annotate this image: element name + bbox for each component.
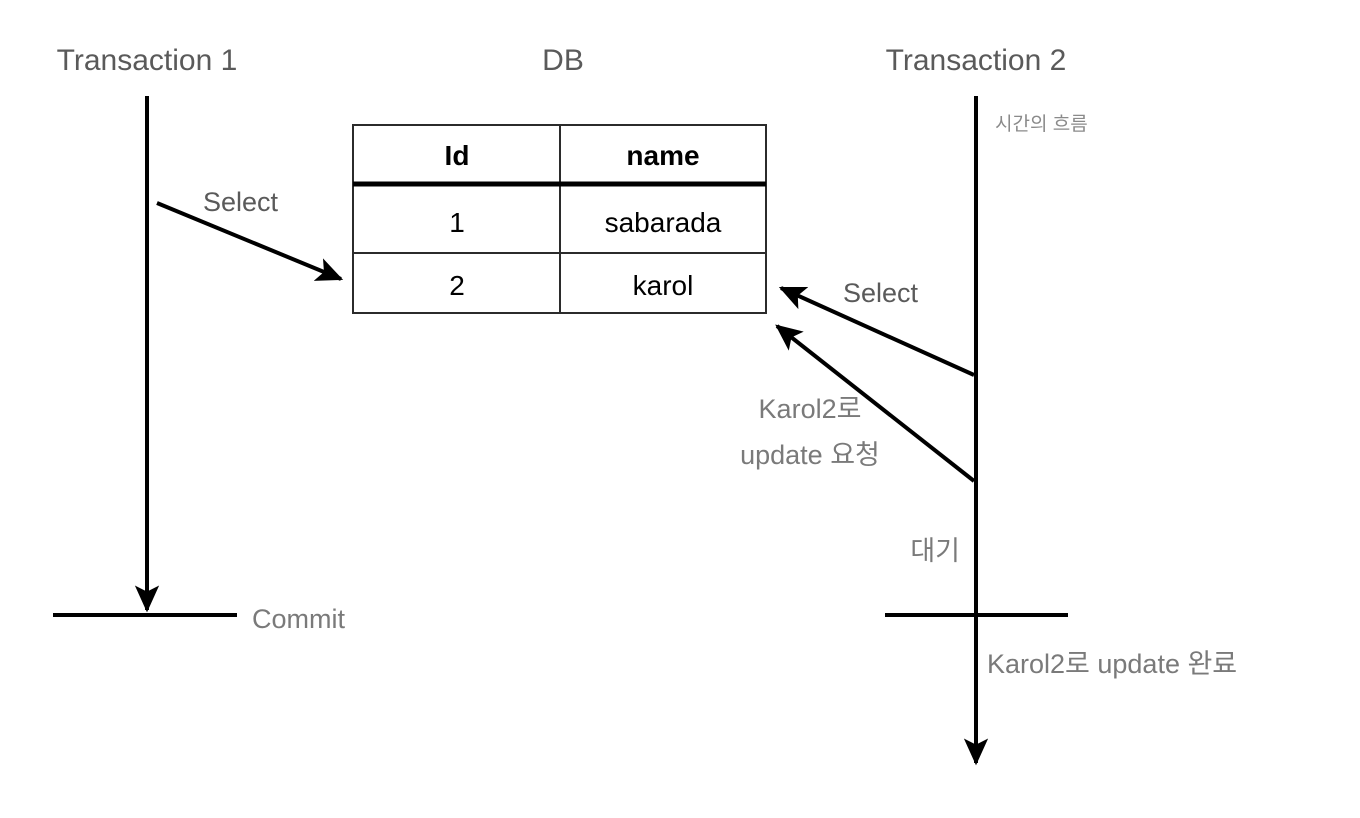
label-t2-select: Select	[843, 278, 919, 308]
lane-title-transaction-1: Transaction 1	[57, 44, 238, 77]
arrow-t1-select	[156, 201, 344, 281]
label-t2-update-request-line2: update 요청	[740, 440, 880, 470]
table-cell-name-2: karol	[633, 270, 694, 301]
table-row: 2 karol	[449, 270, 693, 301]
label-wait: 대기	[910, 536, 960, 566]
table-cell-name-1: sabarada	[605, 207, 722, 238]
label-t1-select: Select	[203, 187, 279, 217]
label-t2-update-request-line1: Karol2로	[759, 394, 862, 424]
table-cell-id-2: 2	[449, 270, 465, 301]
table-header-id: Id	[445, 140, 470, 171]
time-flow-note: 시간의 흐름	[995, 113, 1088, 135]
lane-title-db: DB	[542, 44, 584, 77]
arrow-t2-select	[778, 286, 975, 377]
table-cell-id-1: 1	[449, 207, 465, 238]
label-update-complete: Karol2로 update 완료	[987, 649, 1237, 679]
table-row: 1 sabarada	[449, 207, 722, 238]
table-header-name: name	[626, 140, 699, 171]
lane-title-transaction-2: Transaction 2	[886, 44, 1067, 77]
db-table: Id name 1 sabarada 2 karol	[352, 124, 767, 314]
label-commit: Commit	[252, 604, 345, 634]
arrow-t2-update-request	[775, 324, 976, 483]
